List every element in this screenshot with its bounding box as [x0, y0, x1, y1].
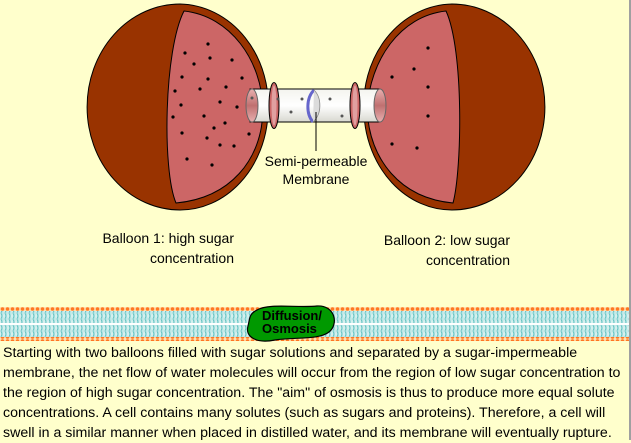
membrane-label: Semi-permeable Membrane [254, 152, 378, 188]
balloon-1-label: Balloon 1: high sugar concentration [80, 229, 234, 267]
balloon-2-label: Balloon 2: low sugar concentration [360, 231, 510, 269]
diffusion-osmosis-button-shape[interactable] [245, 304, 337, 344]
sugar-molecule [206, 42, 210, 46]
sugar-molecule [185, 157, 189, 161]
sugar-molecule [426, 85, 430, 89]
molecules-in-tube [250, 96, 344, 118]
badge-line1: Diffusion/ [262, 308, 322, 323]
sugar-molecule [289, 110, 293, 114]
sugar-molecule [212, 126, 216, 130]
balloon-1-label-line1: Balloon 1: high sugar [102, 230, 234, 246]
semi-permeable-membrane [306, 88, 316, 123]
balloon-1-cutaway [166, 10, 264, 204]
sugar-molecule [426, 114, 430, 118]
sugar-molecule [198, 87, 202, 91]
sugar-molecule [210, 163, 214, 167]
sugar-molecule [173, 89, 177, 93]
balloon-1 [86, 3, 269, 211]
sugar-molecule [340, 114, 344, 118]
balloon-2-label-line1: Balloon 2: low sugar [383, 232, 510, 248]
description-text: Starting with two balloons filled with s… [3, 345, 621, 441]
balloon-2-cutaway [366, 10, 461, 204]
osmosis-diagram [86, 3, 546, 211]
sugar-molecule [192, 62, 196, 66]
sugar-molecule [240, 76, 244, 80]
sugar-molecule [218, 143, 222, 147]
sugar-molecule [390, 142, 394, 146]
sugar-molecule [180, 75, 184, 79]
sugar-molecule [415, 146, 419, 150]
sugar-molecule [202, 114, 206, 118]
connecting-tube [245, 82, 387, 151]
sugar-molecule [180, 131, 184, 135]
badge-line2: Osmosis [262, 321, 317, 336]
sugar-molecule [328, 97, 332, 101]
sugar-molecule [223, 121, 227, 125]
sugar-molecule [230, 58, 234, 62]
sugar-molecule [205, 136, 209, 140]
sugar-molecule [390, 75, 394, 79]
sugar-molecule [232, 144, 236, 148]
sugar-molecule [224, 85, 228, 89]
sugar-molecule [250, 96, 254, 100]
sugar-molecule [183, 51, 187, 55]
membrane-label-line2: Membrane [282, 171, 350, 187]
balloon-2-label-line2: concentration [425, 252, 510, 268]
balloon-2 [363, 3, 546, 211]
sugar-molecules-balloon-1 [171, 42, 251, 167]
sugar-molecule [208, 56, 212, 60]
sugar-molecule [206, 77, 210, 81]
scrollbar-edge [629, 0, 631, 440]
sugar-molecule [412, 67, 416, 71]
sugar-molecule [300, 97, 304, 101]
balloon-1-label-line2: concentration [149, 250, 234, 266]
sugar-molecule [235, 105, 239, 109]
membrane-label-line1: Semi-permeable [264, 153, 368, 169]
sugar-molecule [171, 115, 175, 119]
diffusion-osmosis-button[interactable]: Diffusion/ Osmosis [262, 309, 322, 335]
sugar-molecule [276, 97, 280, 101]
sugar-molecule [179, 103, 183, 107]
sugar-molecule [218, 100, 222, 104]
sugar-molecule [247, 132, 251, 136]
sugar-molecule [426, 46, 430, 50]
